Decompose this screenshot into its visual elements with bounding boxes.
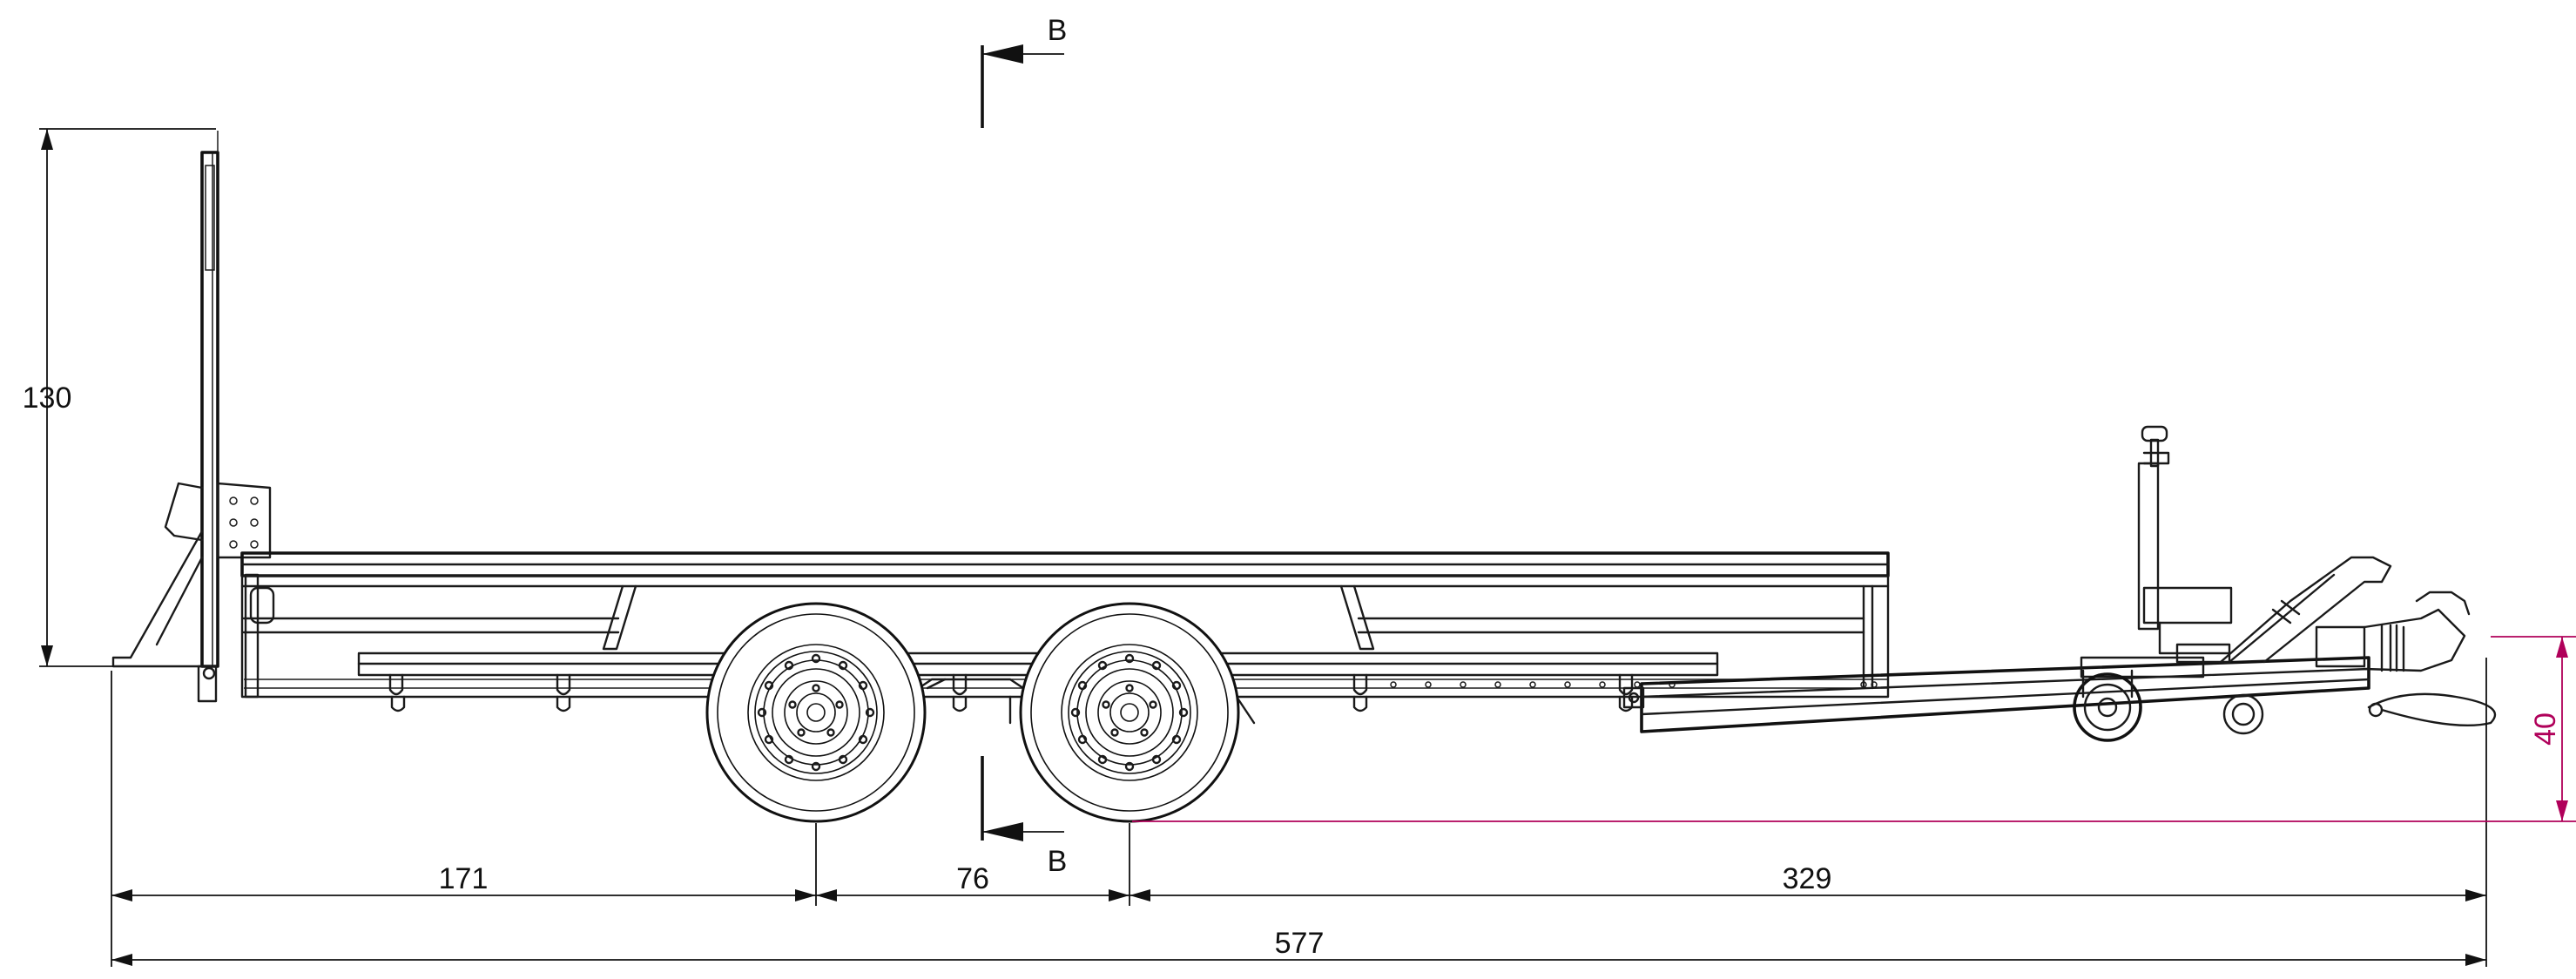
drawbar [1622, 656, 2370, 733]
dimension-height-left [39, 128, 216, 667]
dimension-label-overall-length: 577 [1275, 927, 1325, 960]
dimension-label-height-left: 130 [23, 381, 72, 415]
section-label-top: B [1048, 14, 1068, 47]
dimension-label-rear-to-coupling: 329 [1783, 862, 1832, 895]
dimension-label-front-axle: 171 [439, 862, 489, 895]
dimension-coupling-height [1132, 636, 2576, 822]
dimension-front-axle [111, 889, 816, 901]
front-wheel [1019, 602, 1240, 823]
coupling-hitch [2175, 556, 2497, 735]
dimension-label-axle-spacing: 76 [956, 862, 989, 895]
section-marker-bottom [981, 756, 1064, 841]
dimension-axle-spacing [816, 889, 1130, 901]
jockey-wheel [2073, 425, 2233, 742]
extension-lines [111, 658, 2487, 967]
tailgate [111, 131, 272, 703]
section-label-bottom: B [1048, 845, 1068, 878]
dimension-rear-to-coupling [1130, 889, 2486, 901]
rear-wheel [705, 602, 927, 823]
section-marker-top [981, 44, 1064, 128]
dimension-overall-length [111, 954, 2486, 966]
dimension-label-coupling-height: 40 [2529, 712, 2562, 746]
